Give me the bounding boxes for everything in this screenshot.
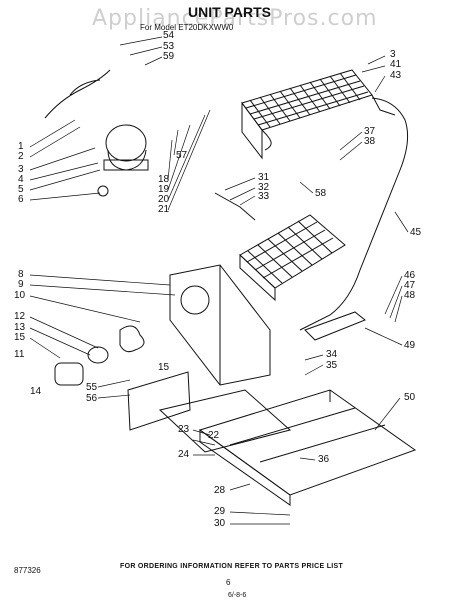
callout-8: 8 [18,269,24,280]
callout-37: 37 [364,126,376,137]
evaporator-coil [214,192,346,302]
callout-11: 11 [14,349,25,360]
callout-38: 38 [364,136,376,147]
callout-34: 34 [326,349,338,360]
callout-28: 28 [214,485,226,496]
callout-33: 33 [258,191,270,202]
callout-10: 10 [14,290,26,301]
callout-14: 14 [30,386,42,397]
fan-shroud [169,264,271,386]
callout-59: 59 [163,51,175,62]
callout-4: 4 [18,174,24,185]
document-number: 877326 [14,566,41,575]
base-frame [198,389,417,506]
callout-45: 45 [410,227,422,238]
callout-54: 54 [163,30,175,41]
callout-22: 22 [208,430,220,441]
callout-3a: 3 [390,49,396,60]
page-title: UNIT PARTS [188,4,271,20]
callout-53: 53 [163,41,175,52]
compressor [97,124,149,197]
model-subtitle: For Model ET20DKXWW0 [140,23,234,32]
callout-18: 18 [158,174,170,185]
callout-15b: 15 [158,362,170,373]
ordering-info-note: FOR ORDERING INFORMATION REFER TO PARTS … [120,563,344,570]
discharge-tube [299,97,409,331]
callout-48: 48 [404,290,416,301]
callout-31: 31 [258,172,270,183]
callout-43: 43 [390,70,402,81]
callout-57: 57 [176,150,188,161]
date-code: 6/-8-6 [228,592,247,599]
callout-24: 24 [178,449,190,460]
callout-58: 58 [315,188,327,199]
callout-20: 20 [158,194,170,205]
callout-29: 29 [214,506,226,517]
power-cord [44,69,111,119]
callout-2: 2 [18,151,24,162]
callout-19: 19 [158,184,170,195]
callout-36: 36 [318,454,330,465]
callout-1: 1 [18,141,24,152]
callout-47: 47 [404,280,416,291]
callout-46: 46 [404,270,416,281]
mounting-bracket [304,311,366,341]
callout-12: 12 [14,311,26,322]
callout-41: 41 [390,59,402,70]
callout-13: 13 [14,322,26,333]
fan-motor [54,325,145,386]
callout-6: 6 [18,194,24,205]
callout-15a: 15 [14,332,26,343]
callout-23: 23 [178,424,190,435]
callout-9: 9 [18,279,24,290]
callout-55: 55 [86,382,98,393]
callout-3b: 3 [18,164,24,175]
watermark: AppliancePartsPros.com [92,6,378,31]
callout-32: 32 [258,182,270,193]
page-number: 6 [226,578,231,587]
callout-30: 30 [214,518,226,529]
callout-56: 56 [86,393,98,404]
callout-21: 21 [158,204,170,215]
callout-35: 35 [326,360,338,371]
condenser-coil [241,69,396,160]
drain-pan [158,389,292,453]
callout-5: 5 [18,184,24,195]
side-panel [127,371,191,431]
callout-49: 49 [404,340,416,351]
callout-50: 50 [404,392,416,403]
